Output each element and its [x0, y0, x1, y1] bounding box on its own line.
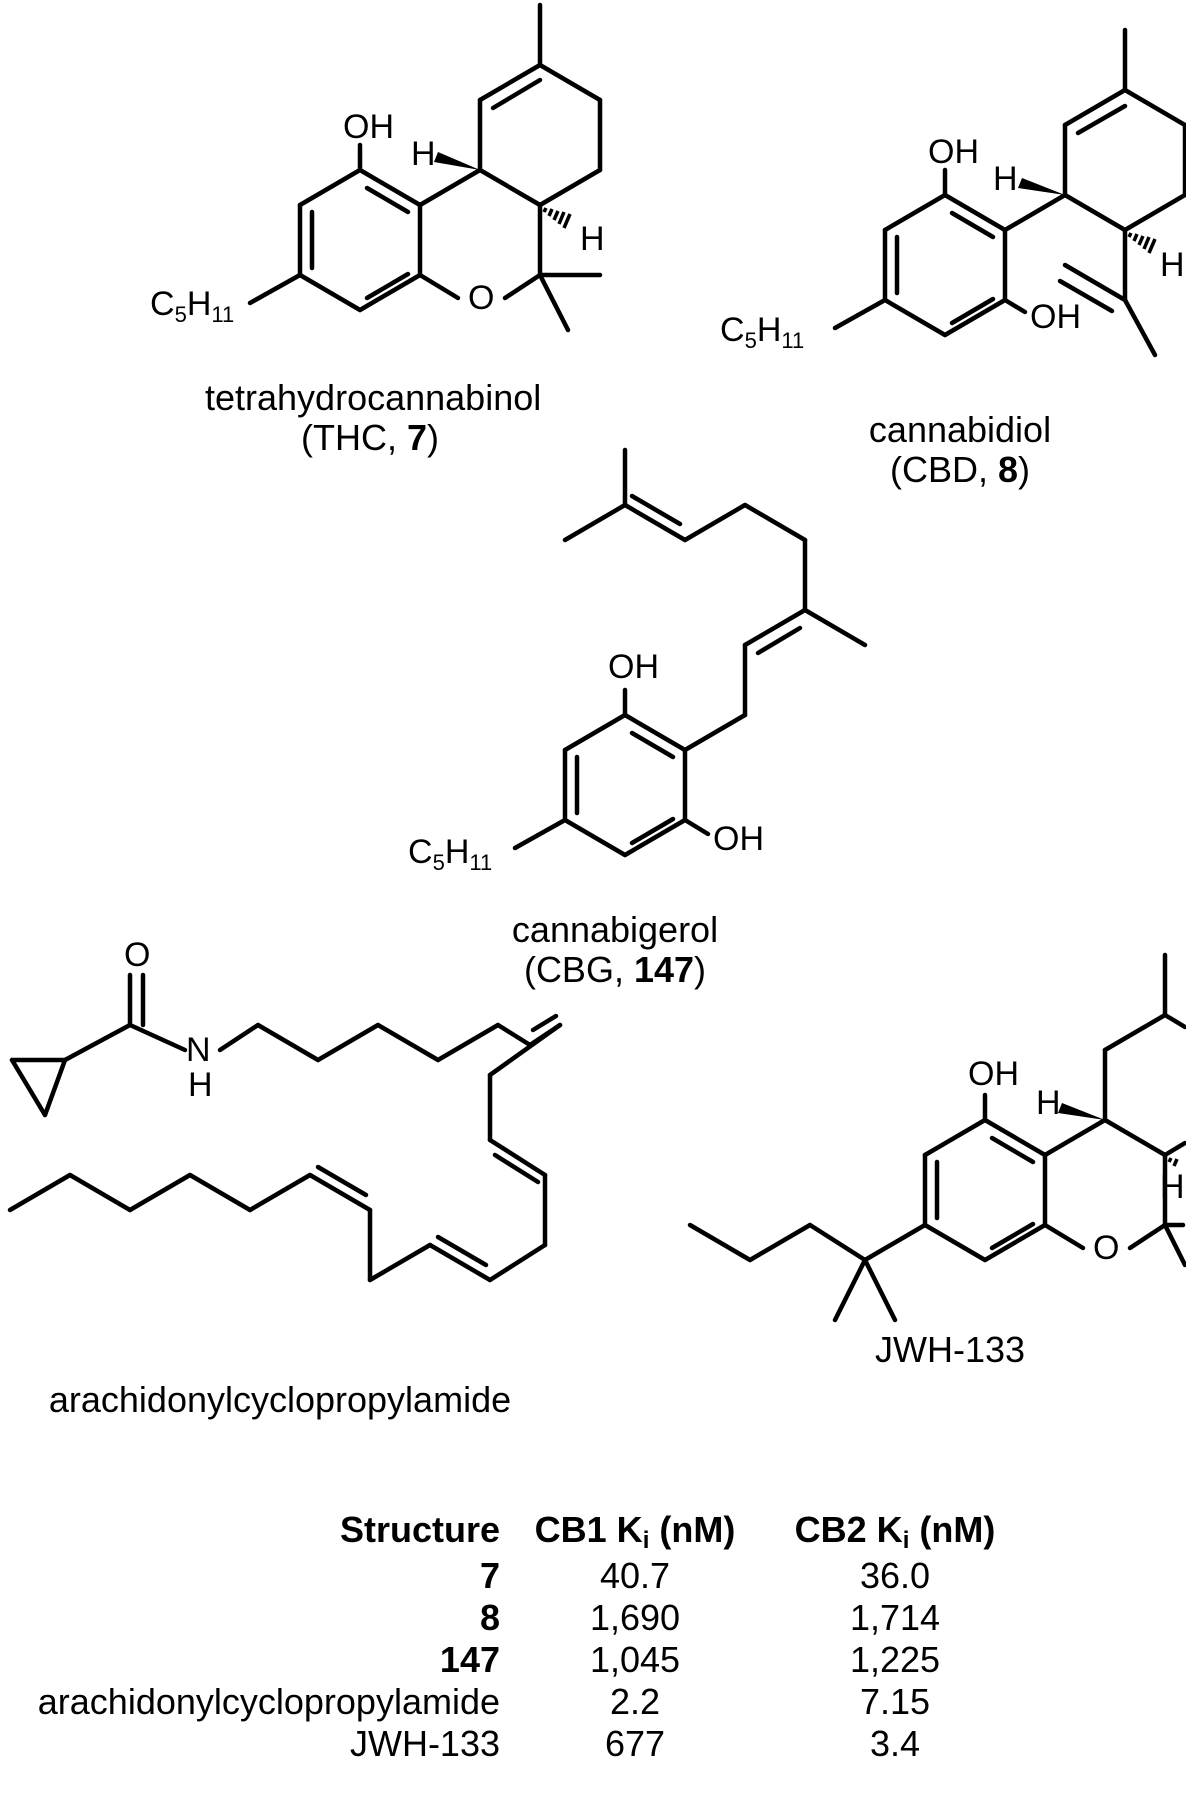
structure-cell: arachidonylcyclopropylamide: [37, 1681, 500, 1722]
thc-name: tetrahydrocannabinol: [205, 377, 542, 418]
structure-cell: 7: [479, 1555, 500, 1596]
table-row: 8 1,690 1,714: [0, 1598, 1020, 1640]
table-row: 7 40.7 36.0: [0, 1556, 1020, 1598]
table-row: arachidonylcyclopropylamide 2.2 7.15: [0, 1682, 1020, 1724]
cb2-value-cell: 7.15: [859, 1681, 931, 1722]
thc-stereo-h-label: H: [580, 220, 605, 258]
cbg-skeleton: [512, 447, 868, 858]
cb1-value-cell: 1,045: [589, 1639, 681, 1680]
cbg-hydroxyl-top-label: OH: [608, 648, 659, 686]
binding-affinity-table: Structure CB1 Ki (nM) CB2 Ki (nM) 7 40.7…: [0, 1510, 1020, 1766]
cbg-caption: cannabigerol (CBG, 147): [500, 910, 730, 990]
structure-cell: 147: [439, 1639, 500, 1680]
column-header-structure: Structure: [339, 1509, 500, 1550]
acpa-carbonyl-oxygen-label: O: [124, 936, 151, 974]
cbd-name: cannabidiol: [868, 409, 1052, 450]
thc-skeleton: [247, 2, 603, 333]
cb2-value-cell: 1,714: [849, 1597, 941, 1638]
cbg-name: cannabigerol: [511, 909, 719, 950]
thc-stereo-h-label: H: [411, 135, 436, 173]
table-row: JWH-133 677 3.4: [0, 1724, 1020, 1766]
cbd-pentyl-label: C5H11: [720, 311, 805, 353]
thc-hydroxyl-label: OH: [343, 108, 394, 146]
cb1-value-cell: 1,690: [589, 1597, 681, 1638]
jwh-stereo-h-label: H: [1160, 1168, 1185, 1206]
thc-ring-oxygen-label: O: [468, 279, 495, 317]
cbd-caption: cannabidiol (CBD, 8): [835, 410, 1085, 490]
column-header-cb1: CB1 Ki (nM): [534, 1509, 736, 1554]
cb1-value-cell: 2.2: [609, 1681, 661, 1722]
thc-designation: (THC, 7): [300, 417, 440, 458]
cbd-hydroxyl-top-label: OH: [928, 133, 979, 171]
table-header-row: Structure CB1 Ki (nM) CB2 Ki (nM): [0, 1510, 1020, 1556]
structure-cell: JWH-133: [349, 1723, 500, 1764]
cb2-value-cell: 1,225: [849, 1639, 941, 1680]
structure-cell: 8: [479, 1597, 500, 1638]
jwh-hydroxyl-label: OH: [968, 1055, 1019, 1093]
jwh-stereo-h-label: H: [1036, 1084, 1061, 1122]
column-header-cb2: CB2 Ki (nM): [794, 1509, 996, 1554]
cbg-designation: (CBG, 147): [523, 949, 707, 990]
cbd-hydroxyl-bottom-label: OH: [1030, 298, 1081, 336]
acpa-caption: arachidonylcyclopropylamide: [48, 1379, 512, 1420]
cbg-hydroxyl-bottom-label: OH: [713, 820, 764, 858]
cbd-stereo-h-label: H: [1160, 246, 1185, 284]
acpa-amide-nitrogen-label: N: [186, 1031, 211, 1069]
jwh-skeleton: [687, 952, 1186, 1323]
cbg-pentyl-label: C5H11: [408, 833, 493, 875]
acpa-skeleton: [7, 972, 563, 1283]
cbd-designation: (CBD, 8): [889, 449, 1031, 490]
cb2-value-cell: 3.4: [869, 1723, 921, 1764]
jwh-ring-oxygen-label: O: [1093, 1229, 1120, 1267]
thc-pentyl-label: C5H11: [150, 285, 235, 327]
cbd-stereo-h-label: H: [993, 160, 1018, 198]
thc-caption: tetrahydrocannabinol (THC, 7): [205, 377, 542, 458]
jwh-caption: JWH-133: [874, 1329, 1026, 1370]
table-row: 147 1,045 1,225: [0, 1640, 1020, 1682]
acpa-amide-hydrogen-label: H: [188, 1066, 213, 1104]
cbd-skeleton: [832, 27, 1186, 358]
cb2-value-cell: 36.0: [859, 1555, 931, 1596]
cb1-value-cell: 40.7: [599, 1555, 671, 1596]
cb1-value-cell: 677: [604, 1723, 666, 1764]
